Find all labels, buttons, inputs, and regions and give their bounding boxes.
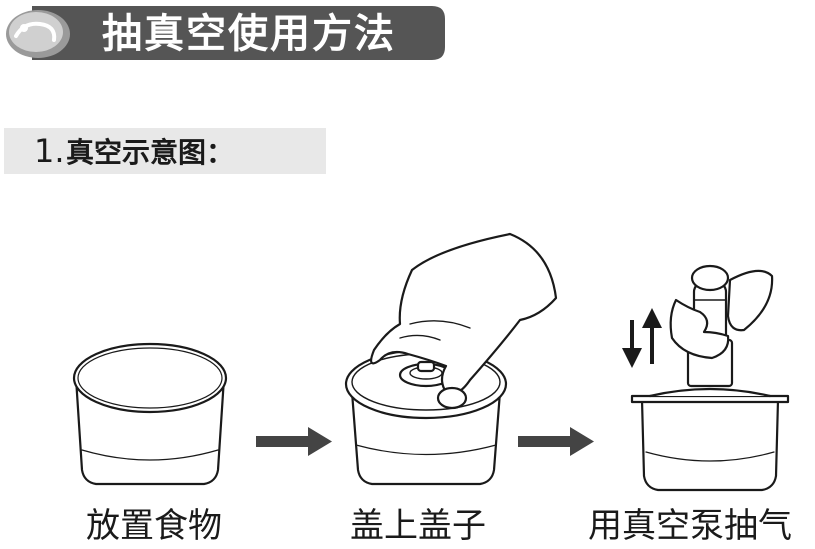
vacuum-pump-illustration [622,264,790,492]
section-number: 1. [34,132,65,170]
empty-pot-illustration [72,342,228,486]
up-down-arrows-icon [622,308,662,368]
page-title: 抽真空使用方法 [102,11,396,57]
title-banner: 抽真空使用方法 [4,6,445,60]
step-label-cover-lid: 盖上盖子 [350,506,486,546]
arrow-right-icon [518,427,594,456]
cloud-bubble-icon [6,10,70,58]
step-label-place-food: 放置食物 [86,506,222,546]
section-heading: 1. 真空示意图： [4,128,326,174]
section-label: 真空示意图： [66,136,235,169]
pot-with-lid-illustration [344,232,558,486]
arrow-right-icon [256,427,332,456]
hand-icon [369,232,558,410]
title-banner-shape [6,6,445,60]
steps-illustration [72,232,790,492]
hand-icon [669,269,774,360]
step-label-vacuum-pump: 用真空泵抽气 [588,506,792,546]
